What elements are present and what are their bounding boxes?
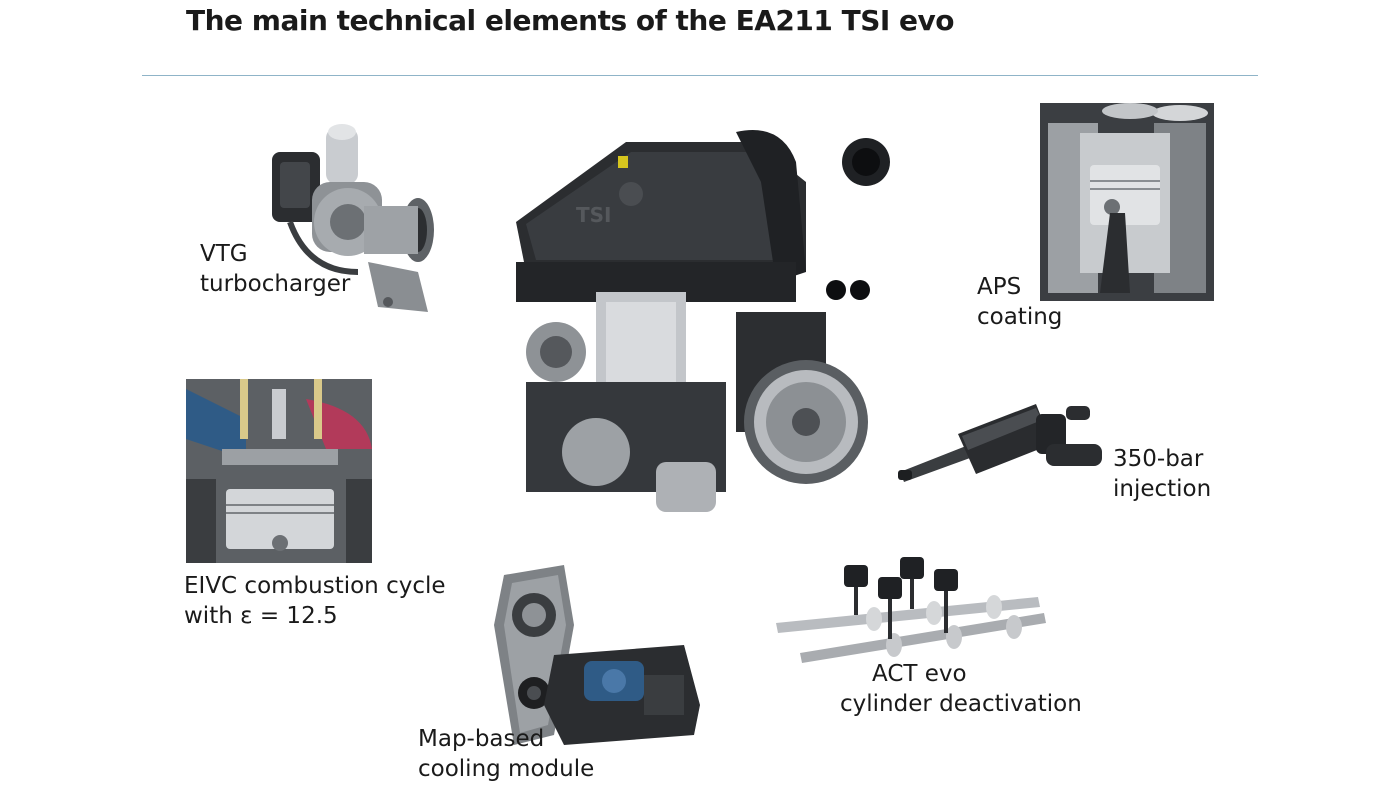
label-line: cooling module: [418, 756, 595, 782]
header-divider: [142, 75, 1258, 76]
engine-cover-text: TSI: [576, 203, 612, 227]
label-line: Map-based: [418, 726, 545, 752]
cooling-module-icon: [494, 565, 702, 751]
cooling-module-label: Map-based cooling module: [418, 724, 594, 784]
label-line: VTG: [200, 241, 248, 267]
label-line: injection: [1113, 476, 1212, 502]
label-line: coating: [977, 304, 1063, 330]
label-line: with ε = 12.5: [184, 603, 338, 629]
cylinder-block-icon: [1040, 103, 1214, 301]
engine-icon: TSI: [506, 122, 894, 520]
vtg-turbocharger-label: VTG turbocharger: [200, 239, 350, 299]
label-line: APS: [977, 274, 1022, 300]
aps-coating-label: APS coating: [977, 272, 1062, 332]
label-line: EIVC combustion cycle: [184, 573, 446, 599]
label-line: cylinder deactivation: [840, 691, 1082, 717]
label-line: ACT evo: [872, 661, 967, 687]
fuel-injector-icon: [896, 394, 1106, 486]
eivc-label: EIVC combustion cycle with ε = 12.5: [184, 571, 446, 631]
label-line: 350-bar: [1113, 446, 1204, 472]
page-title: The main technical elements of the EA211…: [186, 4, 955, 37]
injection-label: 350-bar injection: [1113, 444, 1211, 504]
turbocharger-icon: [268, 122, 438, 318]
combustion-chamber-icon: [186, 379, 372, 563]
act-evo-label: ACT evo cylinder deactivation: [840, 659, 1082, 719]
label-line: turbocharger: [200, 271, 351, 297]
camshaft-icon: [774, 553, 1050, 663]
